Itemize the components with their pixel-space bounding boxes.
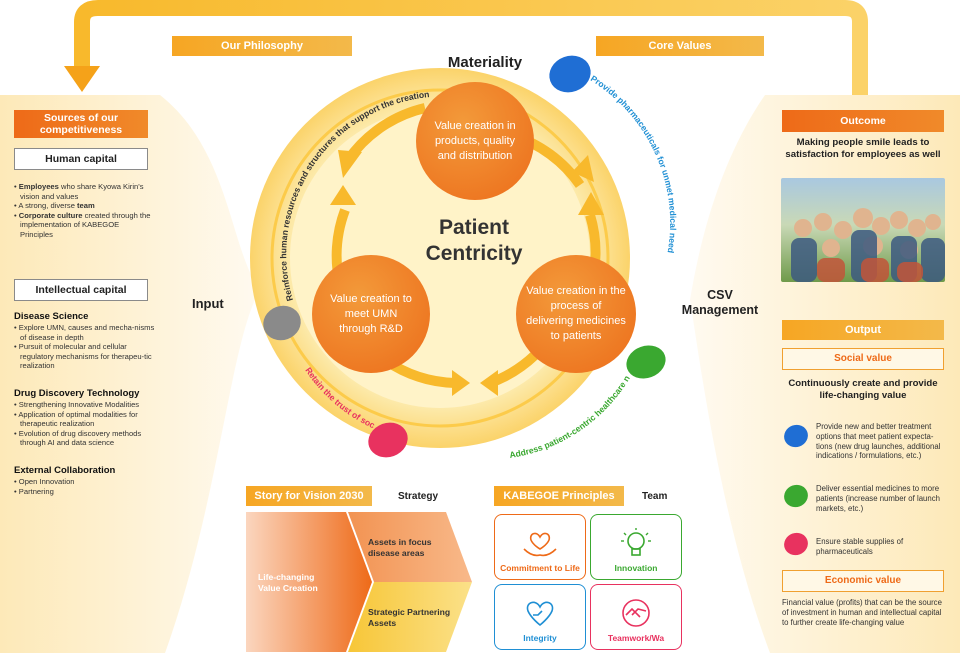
- patient-centricity-title: Patient Centricity: [400, 215, 548, 267]
- handshake-circle-icon: [622, 599, 650, 627]
- blue-blob-icon: [784, 424, 808, 448]
- list-item: A strong, diverse team: [14, 201, 154, 211]
- principle-label: Integrity: [523, 633, 557, 643]
- team-label: Team: [642, 491, 668, 502]
- node-rd: Value creation to meet UMN through R&D: [312, 255, 430, 373]
- list-item: Pursuit of molecular and cellular regula…: [14, 342, 156, 371]
- principle-label: Teamwork/Wa: [607, 633, 665, 643]
- patient-centricity-line1: Patient: [438, 216, 509, 239]
- list-item: Employees who share Kyowa Kirin's vision…: [14, 182, 154, 201]
- list-item: Strengthening Innovative Modalities: [14, 400, 156, 410]
- csv-label: CSV: [707, 288, 733, 302]
- lightbulb-icon: [621, 528, 651, 556]
- social-value-heading: Continuously create and provide life-cha…: [788, 378, 938, 401]
- input-label: Input: [192, 296, 224, 311]
- external-collab-list: Open Innovation Partnering: [14, 477, 156, 496]
- csv-management-label: CSV Management: [680, 288, 760, 318]
- pink-blob-icon: [784, 532, 808, 556]
- outcome-tag: Outcome: [782, 110, 944, 132]
- principle-innovation-card: Innovation: [590, 514, 682, 580]
- principle-label: Commitment to Life: [500, 563, 580, 573]
- materiality-label: Materiality: [447, 54, 523, 71]
- outcome-text: Making people smile leads to satisfactio…: [785, 137, 941, 160]
- story-vision-tag: Story for Vision 2030: [246, 486, 372, 506]
- list-item: Evolution of drug discovery methods thro…: [14, 429, 156, 448]
- kabegoe-tag: KABEGOE Principles: [494, 486, 624, 506]
- output-item-pink: Ensure stable supplies of pharmaceutical…: [816, 537, 904, 556]
- principle-integrity-card: Integrity: [494, 584, 586, 650]
- economic-value-title: Economic value: [782, 570, 944, 592]
- heart-hands-icon: [523, 532, 557, 557]
- section-heading: Drug Discovery Technology: [14, 388, 140, 399]
- human-capital-list: Employees who share Kyowa Kirin's vision…: [14, 182, 154, 240]
- list-item: Open Innovation: [14, 477, 156, 487]
- philosophy-tag: Our Philosophy: [172, 36, 352, 56]
- human-capital-title: Human capital: [14, 148, 148, 170]
- social-value-title: Social value: [782, 348, 944, 370]
- intellectual-capital-title: Intellectual capital: [14, 279, 148, 301]
- strategy-chevrons: [246, 512, 472, 652]
- output-item-blue: Provide new and better treatment options…: [816, 422, 941, 461]
- people-group-icon: [791, 208, 945, 282]
- people-smiling-photo: [781, 178, 945, 282]
- heart-hand-icon: [526, 601, 554, 627]
- disease-science-list: Explore UMN, causes and mecha-nisms of d…: [14, 323, 156, 371]
- strategic-partnering-label: Strategic Partnering Assets: [368, 607, 451, 628]
- section-heading: External Collaboration: [14, 465, 116, 476]
- node-delivering: Value creation in the process of deliver…: [516, 255, 636, 373]
- principle-commitment-card: Commitment to Life: [494, 514, 586, 580]
- sources-tag: Sources of our competitiveness: [14, 110, 148, 138]
- economic-value-text: Financial value (profits) that can be th…: [782, 598, 942, 627]
- output-blobs: [784, 424, 808, 556]
- list-item: Explore UMN, causes and mecha-nisms of d…: [14, 323, 156, 342]
- node-products: Value creation in products, quality and …: [416, 82, 534, 200]
- green-blob-icon: [784, 484, 808, 508]
- patient-centricity-line2: Centricity: [425, 242, 523, 265]
- assets-focus-label: Assets in focus disease areas: [368, 537, 432, 558]
- principle-label: Innovation: [614, 563, 658, 573]
- drug-discovery-list: Strengthening Innovative Modalities Appl…: [14, 400, 156, 448]
- output-tag: Output: [782, 320, 944, 340]
- strategy-label: Strategy: [398, 491, 439, 502]
- output-item-green: Deliver essential medicines to more pati…: [816, 484, 940, 513]
- list-item: Partnering: [14, 487, 156, 497]
- list-item: Application of optimal modalities for th…: [14, 410, 156, 429]
- lifechanging-label: Life-changing Value Creation: [258, 572, 318, 593]
- list-item: Corporate culture created through the im…: [14, 211, 154, 240]
- section-heading: Disease Science: [14, 311, 89, 322]
- management-label: Management: [681, 303, 759, 317]
- principle-teamwork-card: Teamwork/Wa: [590, 584, 682, 650]
- core-values-tag: Core Values: [596, 36, 764, 56]
